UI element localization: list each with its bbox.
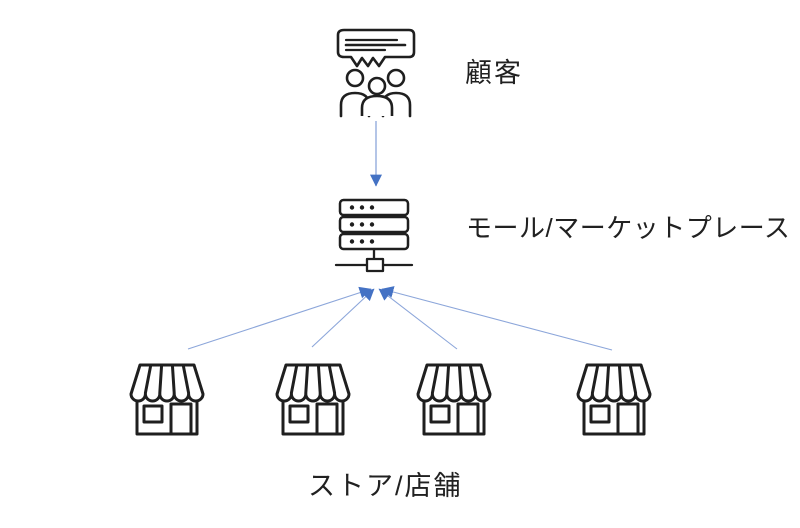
arrow-store1-to-marketplace xyxy=(187,286,372,350)
arrow-store2-to-marketplace xyxy=(311,288,375,348)
storefront-icon-3 xyxy=(416,363,492,436)
arrow-store4-to-marketplace xyxy=(381,286,613,351)
marketplace-server-icon xyxy=(334,198,414,273)
storefront-icon-1 xyxy=(129,363,205,436)
marketplace-label: モール/マーケットプレース xyxy=(466,213,791,243)
storefront-icon-4 xyxy=(576,363,652,436)
customer-group-icon xyxy=(336,28,416,118)
customer-label: 顧客 xyxy=(465,58,523,88)
arrow-store3-to-marketplace xyxy=(378,288,458,350)
stores-label: ストア/店舗 xyxy=(308,471,463,501)
storefront-icon-2 xyxy=(275,363,351,436)
